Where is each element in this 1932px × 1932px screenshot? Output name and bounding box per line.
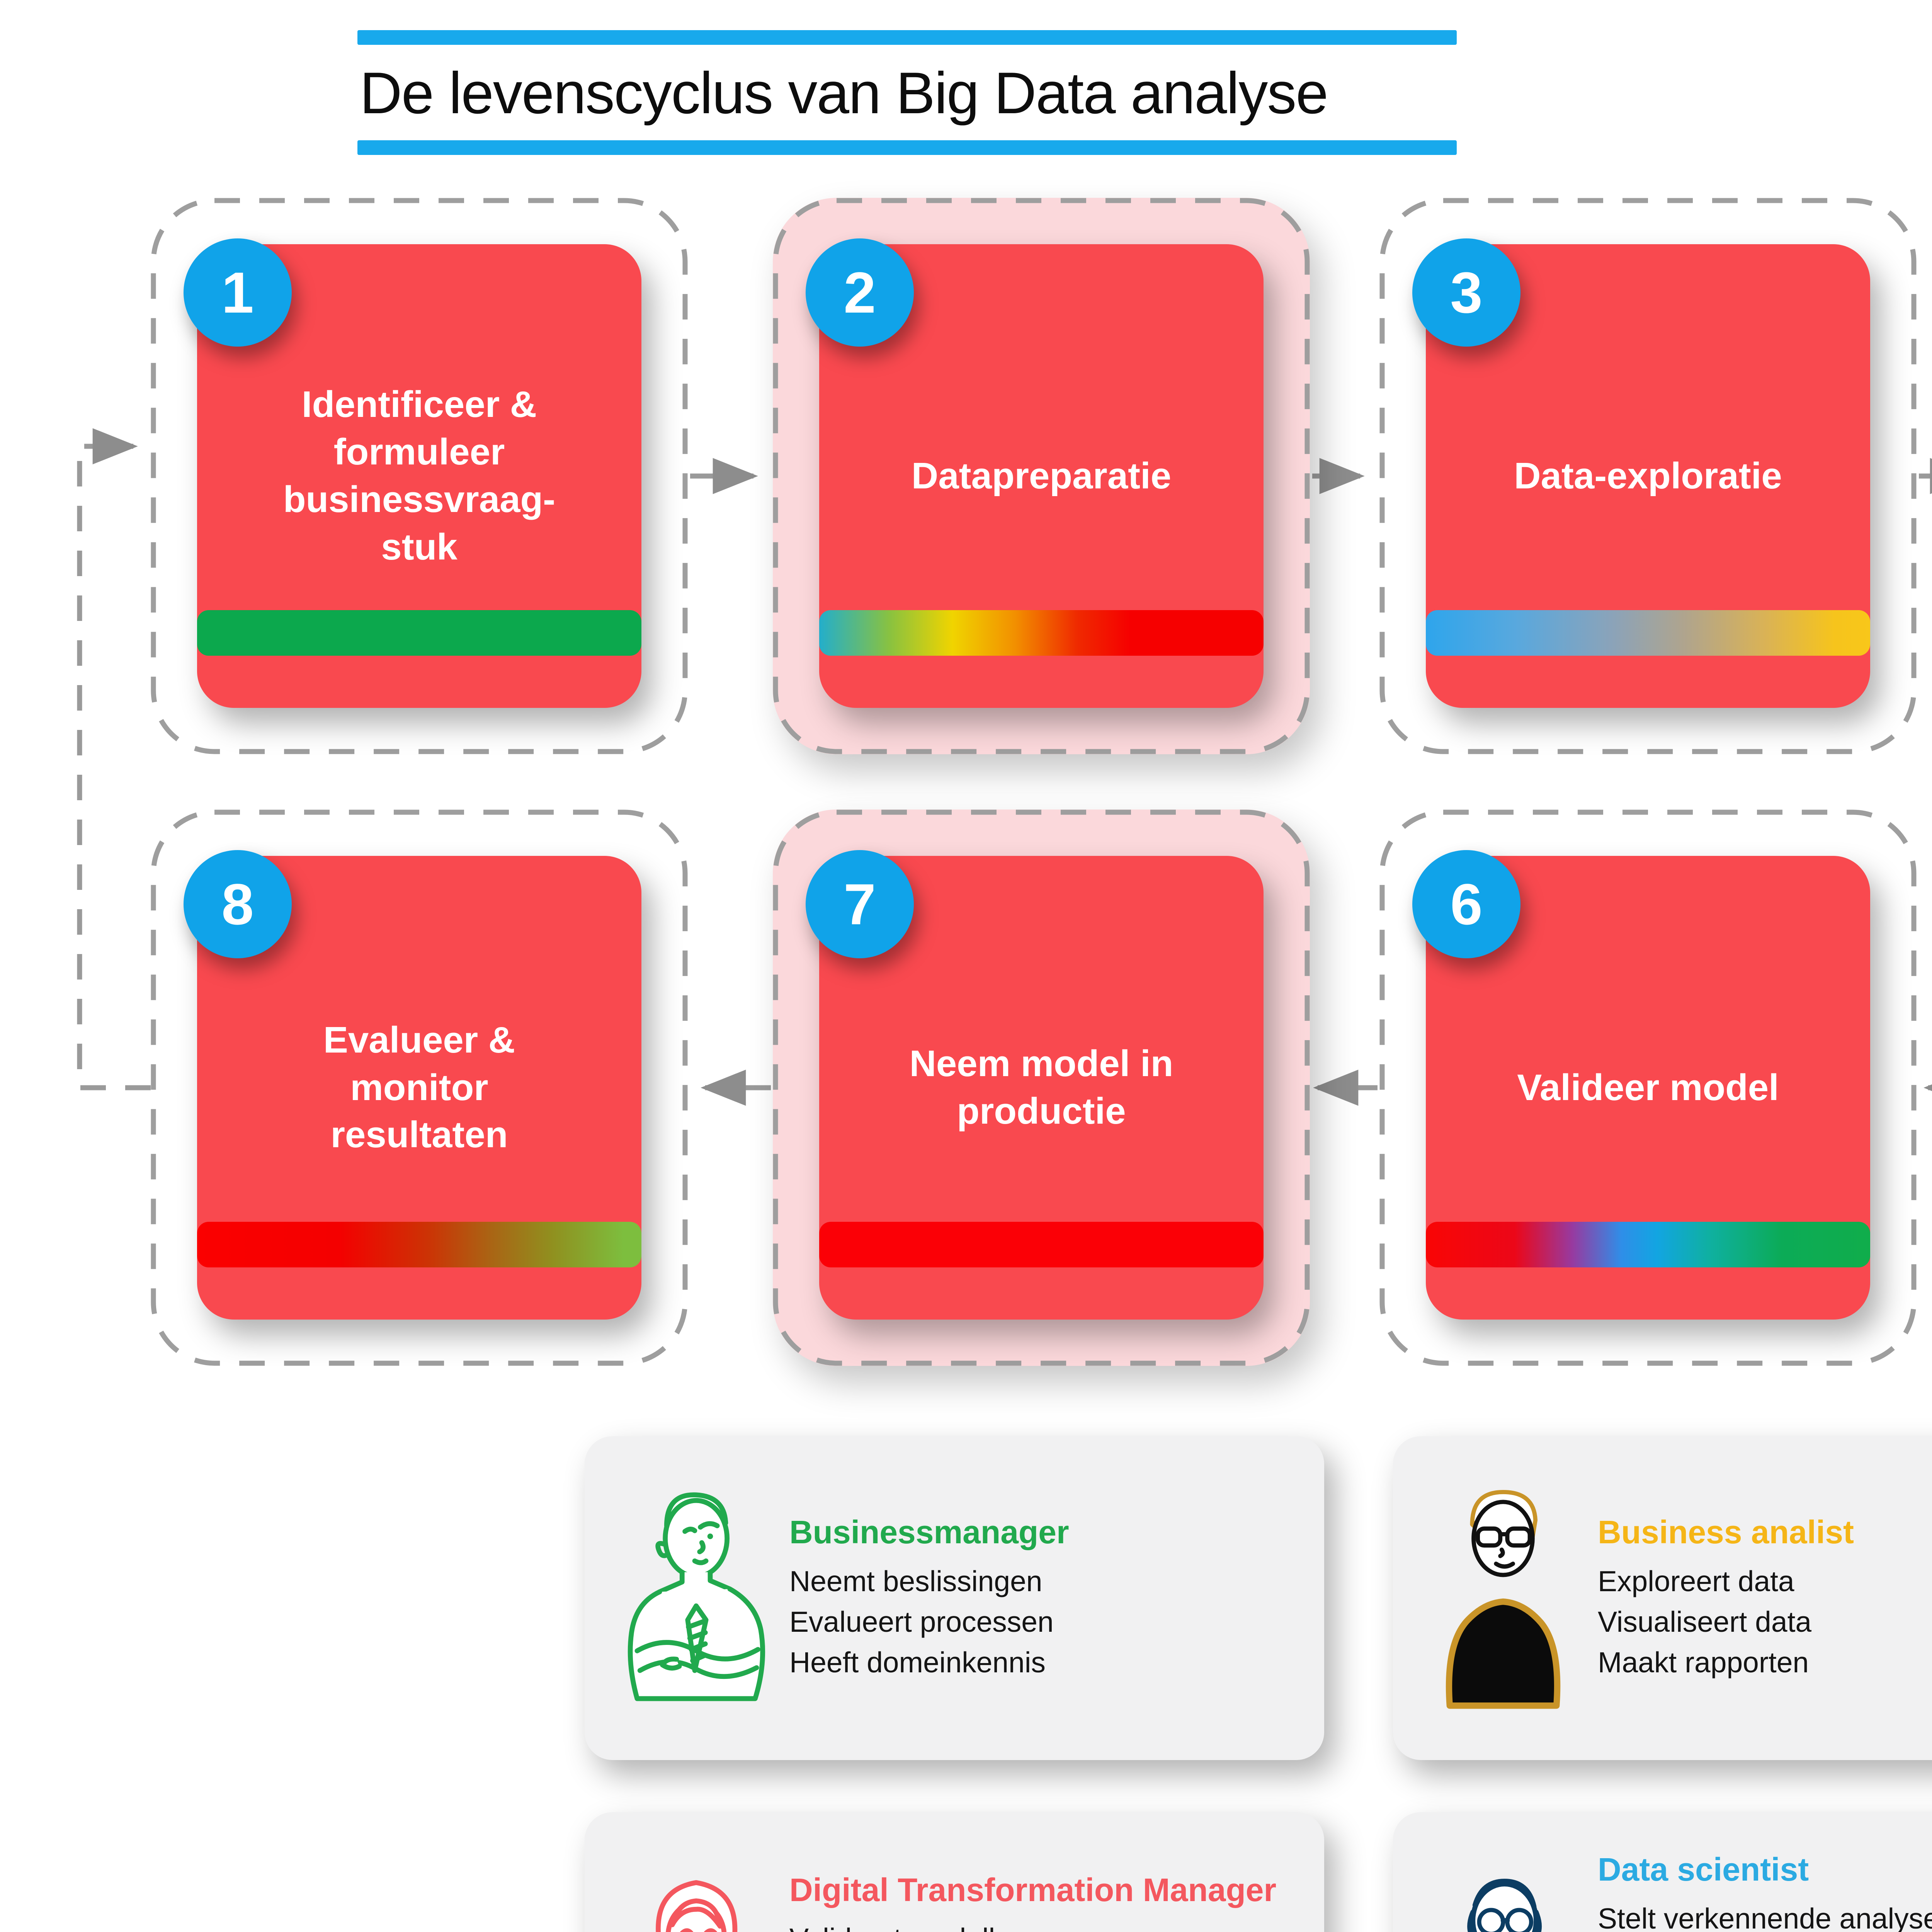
step-number-badge: 8 [184, 850, 292, 958]
step-7-neem-in-productie: Neem model in productie 7 [773, 810, 1310, 1366]
role-title: Businessmanager [789, 1514, 1069, 1551]
step-6-valideer-model: Valideer model 6 [1379, 810, 1917, 1366]
role-description: Neemt beslissingen Evalueert processen H… [789, 1565, 1054, 1679]
title-block: De levenscyclus van Big Data analyse [357, 30, 1457, 155]
step-label: Data-exploratie [1514, 455, 1782, 497]
step-card: Neem model in productie [819, 856, 1264, 1320]
step-color-stripe [197, 610, 641, 656]
step-number-badge: 7 [806, 850, 914, 958]
role-card-business-analist: Business analist Exploreert data Visuali… [1393, 1436, 1932, 1760]
step-label: Datapreparatie [911, 455, 1172, 497]
step-label: Neem model in productie [909, 1043, 1173, 1132]
page-title: De levenscyclus van Big Data analyse [360, 60, 1328, 126]
dashed-border [1379, 810, 1917, 1366]
step-color-stripe [819, 1222, 1264, 1267]
title-top-bar [357, 30, 1457, 45]
role-card-businessmanager: Businessmanager Neemt beslissingen Evalu… [585, 1436, 1324, 1760]
step-8-evalueer-monitor: Evalueer & monitor resultaten 8 [151, 810, 688, 1366]
step-number-badge: 6 [1412, 850, 1520, 958]
data-scientist-avatar-icon [1420, 1832, 1586, 1932]
step-color-stripe [1426, 610, 1870, 656]
step-color-stripe [819, 610, 1264, 656]
arrow-step8-to-step1 [77, 428, 151, 1090]
businessmanager-avatar-icon [612, 1456, 778, 1741]
step-number-badge: 2 [806, 238, 914, 347]
business-analist-avatar-icon [1420, 1456, 1586, 1741]
role-description: Stelt verkennende analyses op Beschrijft… [1598, 1902, 1932, 1932]
role-description: Valideert modellen Rolt modellen uit Mon… [789, 1918, 1297, 1932]
dashed-border [151, 198, 688, 754]
step-label: Valideer model [1517, 1066, 1779, 1108]
role-description: Exploreert data Visualiseert data Maakt … [1598, 1565, 1812, 1679]
step-number-badge: 1 [184, 238, 292, 347]
step-color-stripe [1426, 1222, 1870, 1267]
dashed-border [773, 198, 1310, 754]
step-number-badge: 3 [1412, 238, 1520, 347]
dashed-border [1379, 198, 1917, 754]
step-label: Identificeer & formuleer businessvraag- … [283, 384, 556, 568]
step-3-data-exploratie: Data-exploratie 3 [1379, 198, 1917, 754]
role-title: Digital Transformation Manager [789, 1871, 1277, 1908]
dashed-border [773, 810, 1310, 1366]
role-title: Business analist [1598, 1514, 1854, 1551]
step-color-stripe [197, 1222, 641, 1267]
role-card-data-scientist: Data scientist Stelt verkennende analyse… [1393, 1812, 1932, 1932]
step-1-identificeer: Identificeer & formuleer businessvraag- … [151, 198, 688, 754]
role-title: Data scientist [1598, 1851, 1809, 1888]
step-card: Identificeer & formuleer businessvraag- … [197, 244, 641, 708]
step-2-datapreparatie: Datapreparatie 2 [773, 198, 1310, 754]
digital-transformation-manager-avatar-icon [612, 1832, 778, 1932]
role-card-digital-transformation-manager: Digital Transformation Manager Valideert… [585, 1812, 1324, 1932]
step-label: Evalueer & monitor resultaten [323, 1019, 515, 1156]
title-underline-bar [357, 140, 1457, 155]
dashed-border [151, 810, 688, 1366]
